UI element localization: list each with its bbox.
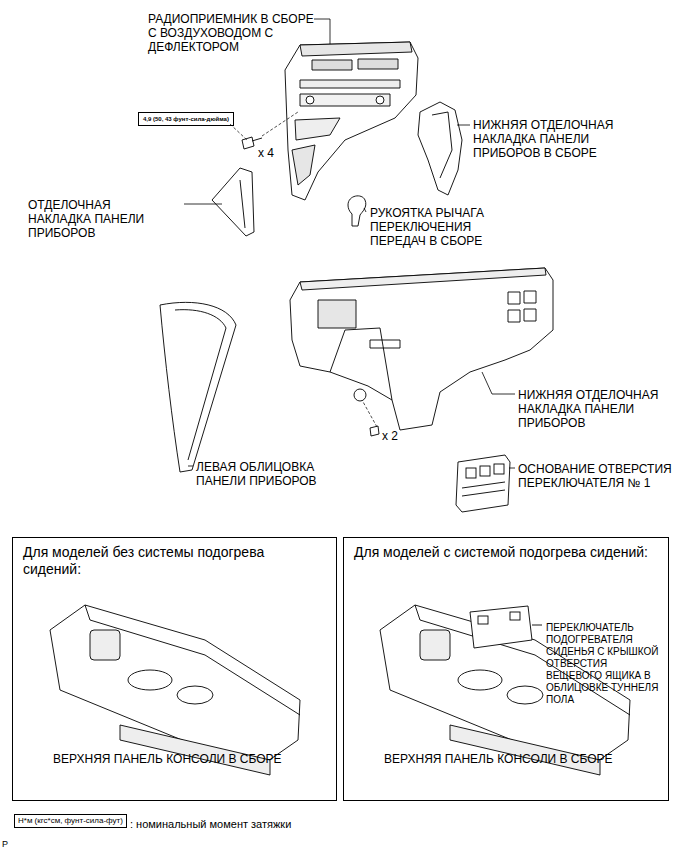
console-panel [128,670,172,690]
lower-instrument-panel [318,300,356,328]
console-panel [177,686,213,704]
switch-hole-base [480,466,490,476]
part-name: ОТДЕЛОЧНАЯ НАКЛАДКА ПАНЕЛИ ПРИБОРОВ [28,198,163,240]
bolt-symbol [242,137,254,149]
leader-line [230,112,298,140]
legend-text: : номинальный момент затяжки [130,817,291,831]
lower-finish-panel-assy [418,102,462,195]
console-panel [420,630,450,660]
seat-heater-switch [478,616,488,624]
left-instrument-cover [160,302,236,472]
radio-assembly [300,42,412,56]
console-panel [50,605,300,775]
panel-heading: Н*м (кгс*см, фунт-сила-фут) [18,816,123,826]
part-name: НИЖНЯЯ ОТДЕЛОЧНАЯ НАКЛАДКА ПАНЕЛИ ПРИБОР… [473,118,638,160]
panel-heading: 4,9 (50, 43 фунт-сила-дюйма) [143,115,229,123]
leader-line [482,372,515,394]
radio-assembly [292,145,315,185]
lower-instrument-panel [354,389,366,401]
part-name: ОСНОВАНИЕ ОТВЕРСТИЯ ПЕРЕКЛЮЧАТЕЛЯ № 1 [518,462,683,490]
switch-hole-base [466,468,476,478]
radio-assembly [300,94,390,106]
lower-instrument-panel [508,292,520,304]
lower-instrument-panel [290,268,553,430]
part-name: ВЕРХНЯЯ ПАНЕЛЬ КОНСОЛИ В СБОРЕ [53,752,323,766]
radio-assembly [312,60,352,70]
seat-heater-switch [532,625,542,626]
left-instrument-cover [160,302,236,472]
variant-panel: Для моделей с системой подогрева сидений… [343,537,669,801]
part-name: РАДИОПРИЕМНИК В СБОРЕ С ВОЗДУХОВОДОМ С Д… [148,12,316,54]
shift-knob [348,196,366,226]
lower-instrument-panel [330,328,392,400]
lower-instrument-panel [508,310,520,322]
spec-box: Н*м (кгс*см, фунт-сила-фут) [14,814,127,828]
leader-line [314,19,330,44]
spec-box: 4,9 (50, 43 фунт-сила-дюйма) [138,112,234,126]
console-panel [458,670,502,690]
quantity: x 4 [258,146,274,160]
panel-heading: Для моделей с системой подогрева сидений… [354,544,654,561]
radio-assembly [358,59,398,69]
lower-finish-panel-assy [418,102,462,195]
lower-instrument-panel [370,340,400,348]
lower-instrument-panel [300,268,546,290]
switch-hole-base [456,455,510,512]
radio-assembly [306,96,314,104]
finish-panel-trim [212,168,254,236]
bolt-symbol [252,138,262,141]
console-panel [85,605,300,715]
variant-panel: Для моделей без системы подогрева сидени… [12,537,337,801]
seat-heater-switch [510,612,520,620]
finish-panel-trim [212,168,254,236]
lower-instrument-panel [524,309,536,321]
finish-panel-trim [240,180,245,228]
switch-hole-base [494,464,504,474]
left-instrument-cover [175,310,226,460]
bolt-symbol [370,426,379,436]
quantity: x 2 [382,429,398,443]
radio-assembly [300,80,400,88]
console-panel [507,686,543,704]
console-panel [90,630,120,660]
part-name: ПЕРЕКЛЮЧАТЕЛЬ ПОДОГРЕВАТЕЛЯ СИДЕНЬЯ С КР… [546,622,664,706]
leader-line [184,19,515,468]
bolt-symbol [370,426,379,436]
lower-finish-panel-assy [432,112,452,178]
radio-assembly [295,118,340,140]
figure-code: P [2,838,8,850]
part-name: НИЖНЯЯ ОТДЕЛОЧНАЯ НАКЛАДКА ПАНЕЛИ ПРИБОР… [518,388,668,430]
shift-knob [348,196,366,226]
part-name: ЛЕВАЯ ОБЛИЦОВКА ПАНЕЛИ ПРИБОРОВ [196,460,366,488]
switch-hole-base [462,482,505,496]
leader-line [457,125,470,126]
radio-assembly [285,42,418,200]
panel-heading: Для моделей без системы подогрева сидени… [23,544,323,578]
leader-line [188,466,193,467]
part-name: РУКОЯТКА РЫЧАГА ПЕРЕКЛЮЧЕНИЯ ПЕРЕДАЧ В С… [370,206,510,248]
seat-heater-switch [470,606,542,648]
radio-assembly [376,96,384,104]
leader-line [509,468,515,469]
switch-hole-base [456,455,510,512]
radio-assembly [285,42,418,200]
seat-heater-switch [470,606,532,648]
lower-instrument-panel [290,268,553,430]
leader-line [362,400,377,427]
console-panel [120,725,270,775]
part-name: ВЕРХНЯЯ ПАНЕЛЬ КОНСОЛИ В СБОРЕ [384,752,654,766]
leader-line [364,208,366,212]
console-panel [450,725,600,775]
lower-instrument-panel [524,291,536,303]
leader-line [184,204,222,205]
